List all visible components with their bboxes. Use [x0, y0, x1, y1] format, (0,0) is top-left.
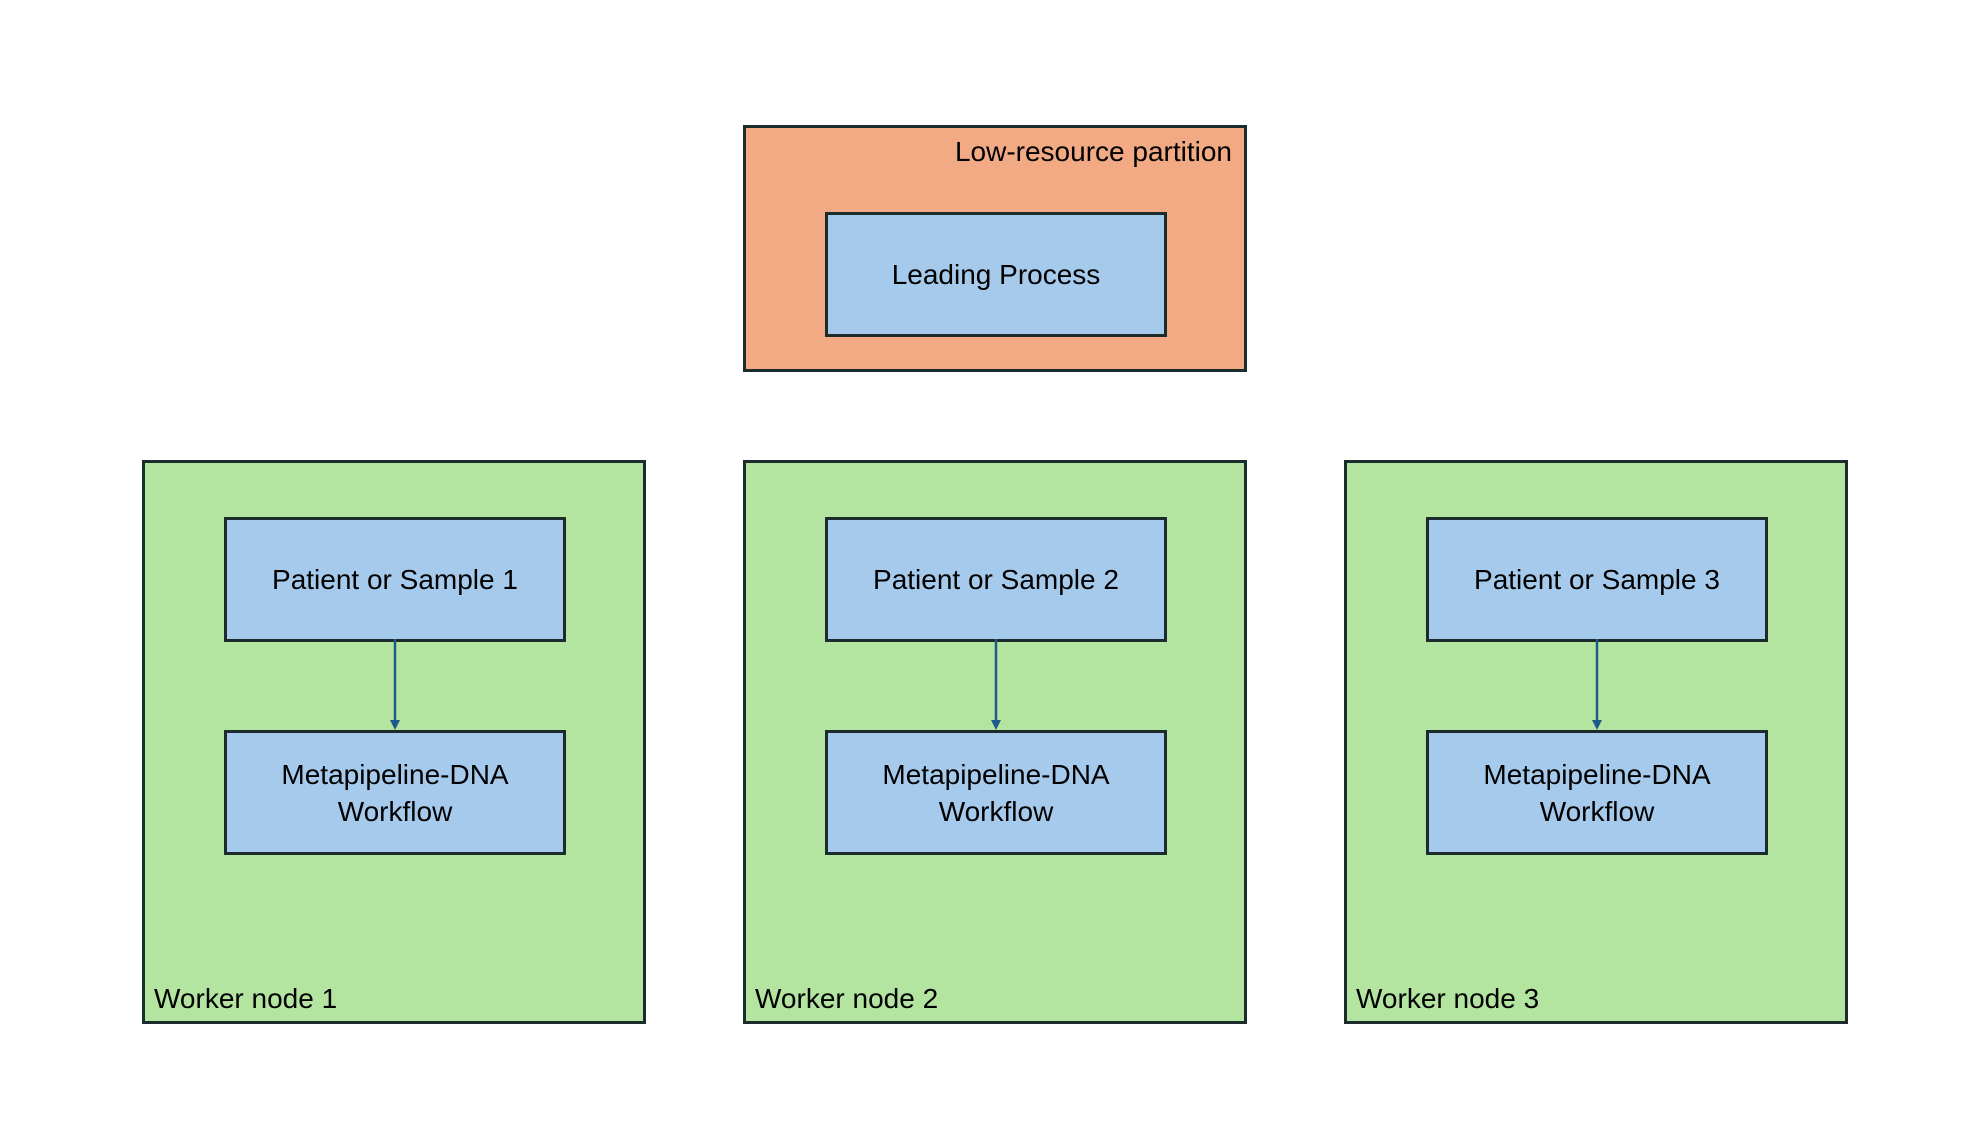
- worker-node-3: Patient or Sample 3 Metapipeline-DNA Wor…: [1344, 460, 1848, 1024]
- arrow-2: [991, 639, 1001, 730]
- low-resource-partition: Low-resource partition Leading Process: [743, 125, 1247, 372]
- workflow-box-2: Metapipeline-DNA Workflow: [825, 730, 1167, 855]
- worker-node-2: Patient or Sample 2 Metapipeline-DNA Wor…: [743, 460, 1247, 1024]
- sample-label-2: Patient or Sample 2: [873, 564, 1119, 595]
- workflow-label-2: Metapipeline-DNA Workflow: [882, 758, 1110, 827]
- workflow-label-3: Metapipeline-DNA Workflow: [1483, 758, 1711, 827]
- worker-node-1: Patient or Sample 1 Metapipeline-DNA Wor…: [142, 460, 646, 1024]
- workflow-box-1: Metapipeline-DNA Workflow: [224, 730, 566, 855]
- sample-box-2: Patient or Sample 2: [825, 517, 1167, 642]
- workflow-label-1: Metapipeline-DNA Workflow: [281, 758, 509, 827]
- sample-label-3: Patient or Sample 3: [1474, 564, 1720, 595]
- arrow-1: [390, 639, 400, 730]
- worker-label-1: Worker node 1: [154, 983, 338, 1014]
- workflow-box-3: Metapipeline-DNA Workflow: [1426, 730, 1768, 855]
- worker-label-2: Worker node 2: [755, 983, 939, 1014]
- sample-box-3: Patient or Sample 3: [1426, 517, 1768, 642]
- arrow-3: [1592, 639, 1602, 730]
- partition-label: Low-resource partition: [954, 136, 1232, 167]
- sample-label-1: Patient or Sample 1: [272, 564, 518, 595]
- sample-box-1: Patient or Sample 1: [224, 517, 566, 642]
- worker-label-3: Worker node 3: [1356, 983, 1540, 1014]
- leading-process-label: Leading Process: [891, 259, 1101, 290]
- leading-process-box: Leading Process: [825, 212, 1167, 337]
